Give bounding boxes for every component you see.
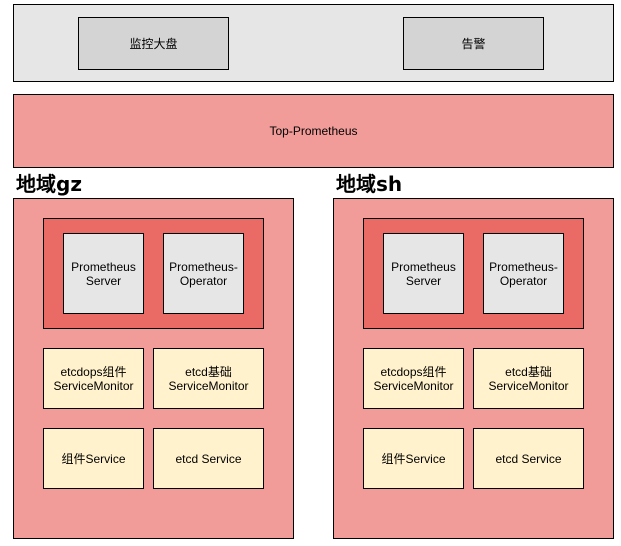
top-prometheus-label: Top-Prometheus	[269, 124, 358, 138]
dashboard-box: 监控大盘	[78, 17, 229, 70]
alert-box: 告警	[403, 17, 544, 70]
region-sh-etcdops-servicemonitor: etcdops组件 ServiceMonitor	[363, 348, 464, 409]
etcd-servicemonitor-label: etcd基础 ServiceMonitor	[168, 364, 249, 393]
region-sh-prometheus-operator: Prometheus- Operator	[483, 233, 564, 314]
etcd-service-label: etcd Service	[175, 451, 242, 466]
prometheus-server-label: Prometheus Server	[391, 259, 456, 288]
region-sh-prometheus-server: Prometheus Server	[383, 233, 464, 314]
top-prometheus-box: Top-Prometheus	[13, 94, 614, 168]
region-sh-title: 地域sh	[336, 172, 403, 196]
etcdops-servicemonitor-label: etcdops组件 ServiceMonitor	[53, 364, 134, 393]
etcd-servicemonitor-label: etcd基础 ServiceMonitor	[488, 364, 569, 393]
alert-label: 告警	[461, 36, 486, 51]
prometheus-operator-label: Prometheus- Operator	[169, 259, 238, 288]
region-sh-component-service: 组件Service	[363, 428, 464, 489]
region-sh-etcd-servicemonitor: etcd基础 ServiceMonitor	[473, 348, 584, 409]
component-service-label: 组件Service	[61, 451, 126, 466]
region-gz-etcd-servicemonitor: etcd基础 ServiceMonitor	[153, 348, 264, 409]
prometheus-operator-label: Prometheus- Operator	[489, 259, 558, 288]
etcdops-servicemonitor-label: etcdops组件 ServiceMonitor	[373, 364, 454, 393]
region-gz-title: 地域gz	[16, 172, 82, 196]
etcd-service-label: etcd Service	[495, 451, 562, 466]
region-sh-etcd-service: etcd Service	[473, 428, 584, 489]
region-gz-prometheus-server: Prometheus Server	[63, 233, 144, 314]
region-gz-etcdops-servicemonitor: etcdops组件 ServiceMonitor	[43, 348, 144, 409]
dashboard-label: 监控大盘	[129, 36, 178, 51]
prometheus-server-label: Prometheus Server	[71, 259, 136, 288]
region-gz-etcd-service: etcd Service	[153, 428, 264, 489]
component-service-label: 组件Service	[381, 451, 446, 466]
region-gz-prometheus-operator: Prometheus- Operator	[163, 233, 244, 314]
region-gz-component-service: 组件Service	[43, 428, 144, 489]
